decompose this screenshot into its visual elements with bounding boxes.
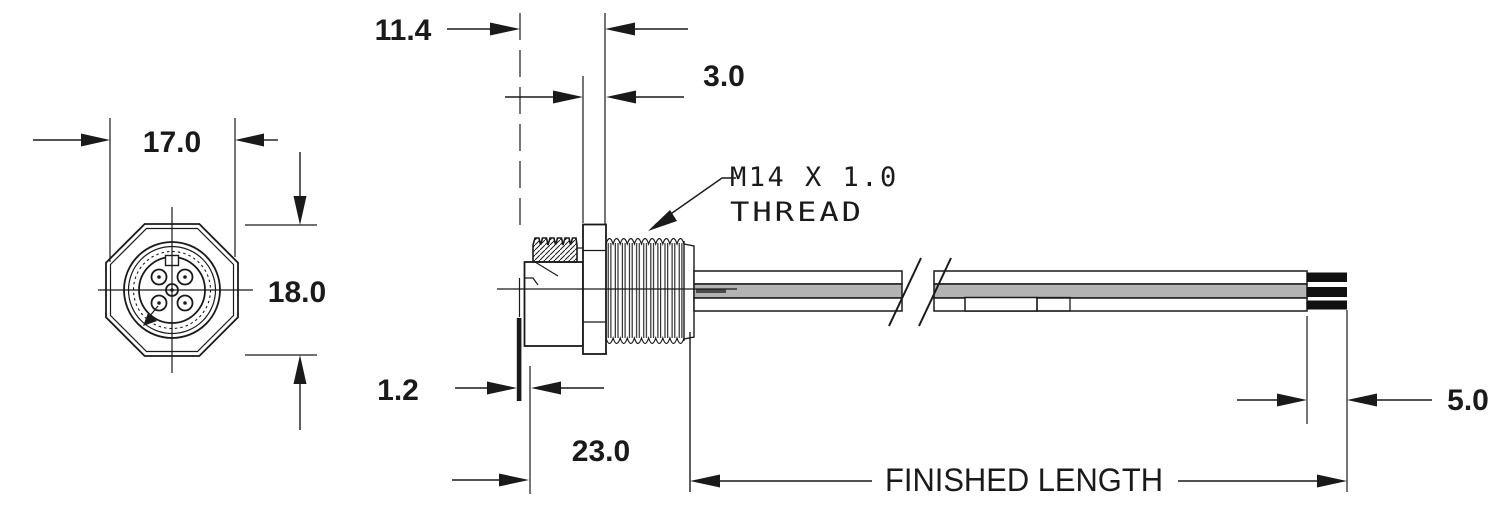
wire-top xyxy=(693,270,903,285)
dim-panel-thickness-text: 1.2 xyxy=(377,374,419,407)
dim-flange-thickness: 3.0 xyxy=(505,60,745,223)
rear-body-detail-line xyxy=(534,261,559,277)
wire-bottom xyxy=(693,297,903,312)
wire-core-mark xyxy=(696,289,726,293)
thread-spec-text-2: THREAD xyxy=(730,197,864,228)
rear-body xyxy=(523,261,584,347)
panel-line xyxy=(516,318,522,401)
stripped-conductors xyxy=(1307,272,1347,310)
thread-runout xyxy=(683,243,695,340)
knurled-section xyxy=(532,237,578,263)
wire-marker-sleeve xyxy=(1036,296,1071,312)
dim-rear-body-length: 11.4 xyxy=(375,13,688,230)
wire-marker-sleeve xyxy=(964,296,1038,312)
thread-section xyxy=(605,237,695,345)
dim-rear-body-length-text: 11.4 xyxy=(375,14,432,47)
dim-face-width-text: 17.0 xyxy=(143,126,201,159)
side-view: M14 X 1.0 THREAD 11.4 3.0 xyxy=(375,13,1489,498)
dim-finished-length: FINISHED LENGTH xyxy=(689,310,1348,498)
dim-strip-length-text: 5.0 xyxy=(1447,384,1489,417)
connector-face-inner-outline xyxy=(109,227,235,353)
thread-spec-callout: M14 X 1.0 THREAD xyxy=(648,162,899,231)
wire-middle xyxy=(933,283,1308,299)
dim-overall-length-text: 23.0 xyxy=(572,435,630,468)
wires xyxy=(693,257,1347,327)
finished-length-text: FINISHED LENGTH xyxy=(885,462,1163,498)
pin1-indicator-icon xyxy=(143,313,157,326)
dim-strip-length: 5.0 xyxy=(1237,316,1489,424)
cable-break-icon xyxy=(888,257,952,327)
dim-panel-thickness: 1.2 xyxy=(377,366,604,494)
dim-face-height-text: 18.0 xyxy=(268,276,326,309)
dim-flange-thickness-text: 3.0 xyxy=(703,60,745,93)
thread-spec-text: M14 X 1.0 xyxy=(730,162,899,193)
dim-face-width: 17.0 xyxy=(33,118,278,262)
front-view: 17.0 18.0 xyxy=(33,118,326,430)
dim-overall-length: 23.0 xyxy=(452,435,630,487)
wire-top xyxy=(933,270,1308,285)
pin1-indicator-line xyxy=(148,305,159,318)
dim-face-height: 18.0 xyxy=(245,152,326,430)
rear-body-step-line xyxy=(524,277,539,286)
